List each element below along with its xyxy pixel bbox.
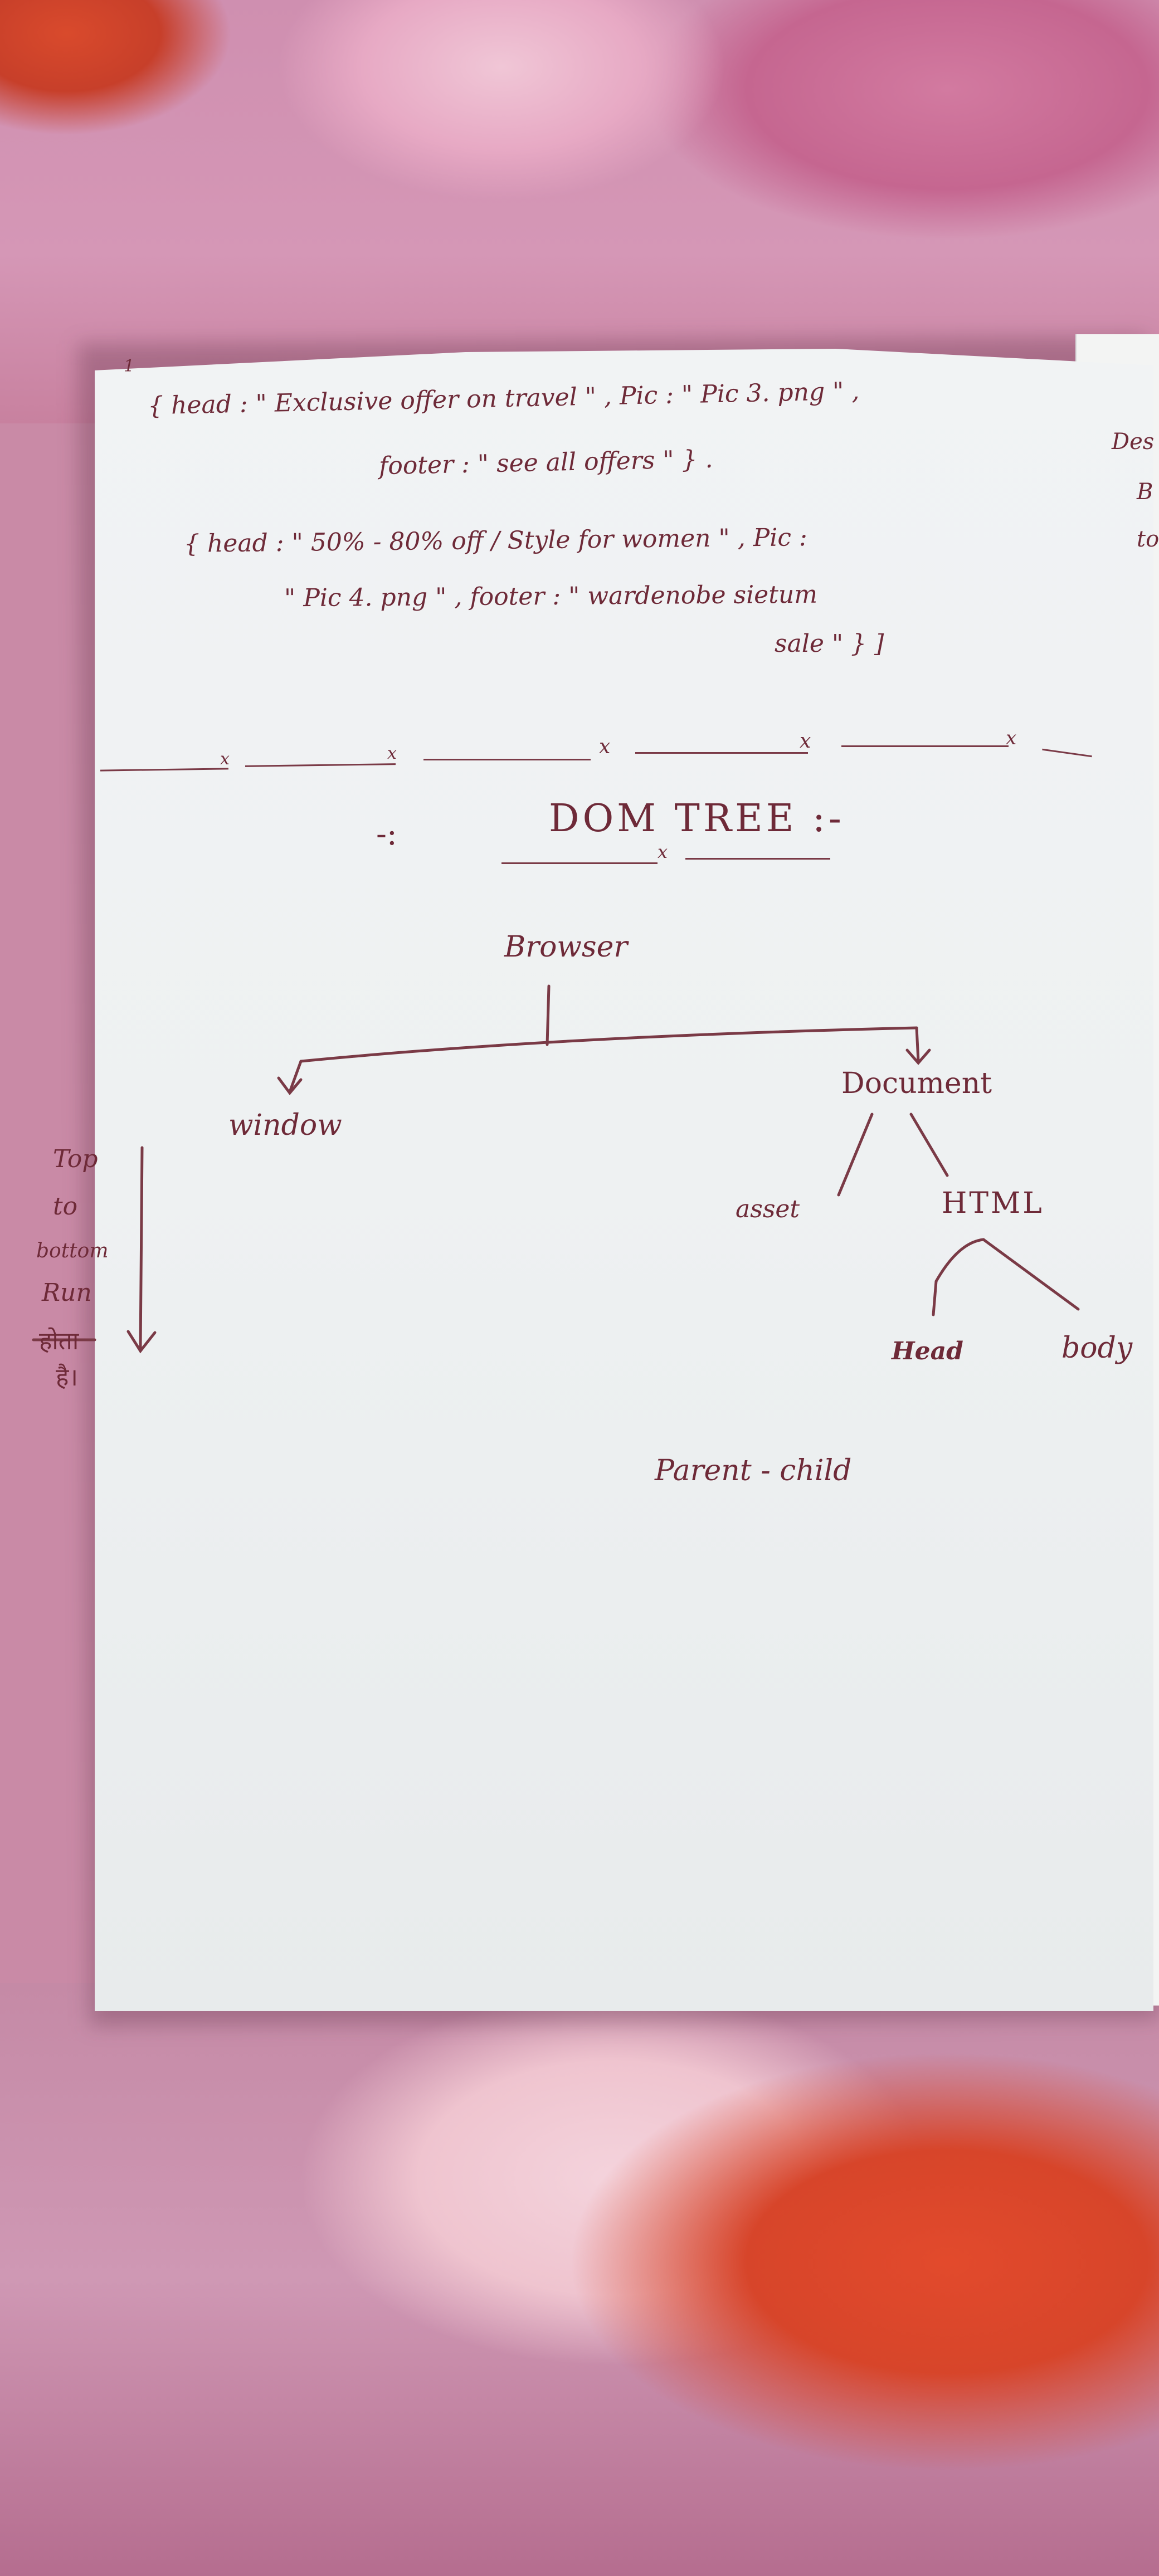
side-note-line-1: Top [53,1145,98,1173]
code-line-5: sale " } ] [775,630,884,658]
side-note-line-6: है। [56,1363,79,1392]
divider-mark-3: x [599,735,611,758]
title-underline-mark: x [658,841,668,862]
tree-node-asset: asset [736,1195,800,1223]
edge-document-asset [837,1113,874,1197]
title-underline-left [501,862,658,864]
tree-node-browser: Browser [504,930,628,964]
root-stem [546,984,551,1046]
edge-html-head-top [934,1238,985,1283]
divider-mark-5: x [1006,727,1017,749]
document-arrow [905,1026,931,1065]
footer-note: Parent - child [655,1454,852,1487]
side-note-line-5: होता [39,1327,79,1355]
tree-node-window: window [228,1109,342,1142]
tree-node-document: Document [841,1067,992,1100]
tree-node-head: Head [892,1337,963,1365]
side-arrow-head [126,1330,157,1354]
divider-seg-5 [841,745,1009,747]
section-title: DOM TREE :- [549,797,845,841]
next-page-fragment-3: to [1137,526,1159,552]
divider-seg-3 [423,759,591,760]
side-note-line-3: bottom [36,1240,109,1262]
side-note-line-2: to [53,1192,78,1221]
divider-mark-1: x [220,749,230,769]
side-arrow-line [139,1146,144,1350]
root-branch [299,1026,918,1063]
divider-mark-2: x [387,744,397,763]
tree-node-body: body [1061,1331,1133,1365]
notebook-page [95,348,1153,2011]
fabric-background-bottom [0,1983,1159,2576]
next-page-fragment-1: Des [1112,429,1155,455]
edge-document-html [909,1113,949,1177]
section-prefix: -: [376,816,397,852]
divider-mark-4: x [800,730,811,753]
divider-seg-4 [635,752,808,754]
edge-html-body [982,1238,1080,1311]
page-number: 1 [124,357,135,376]
tree-node-html: HTML [942,1187,1044,1220]
side-note-line-4: Run [42,1279,92,1307]
window-arrow [277,1060,303,1096]
title-underline-right [685,858,830,860]
edge-html-head [932,1280,938,1316]
next-page-fragment-2: B [1137,479,1153,505]
